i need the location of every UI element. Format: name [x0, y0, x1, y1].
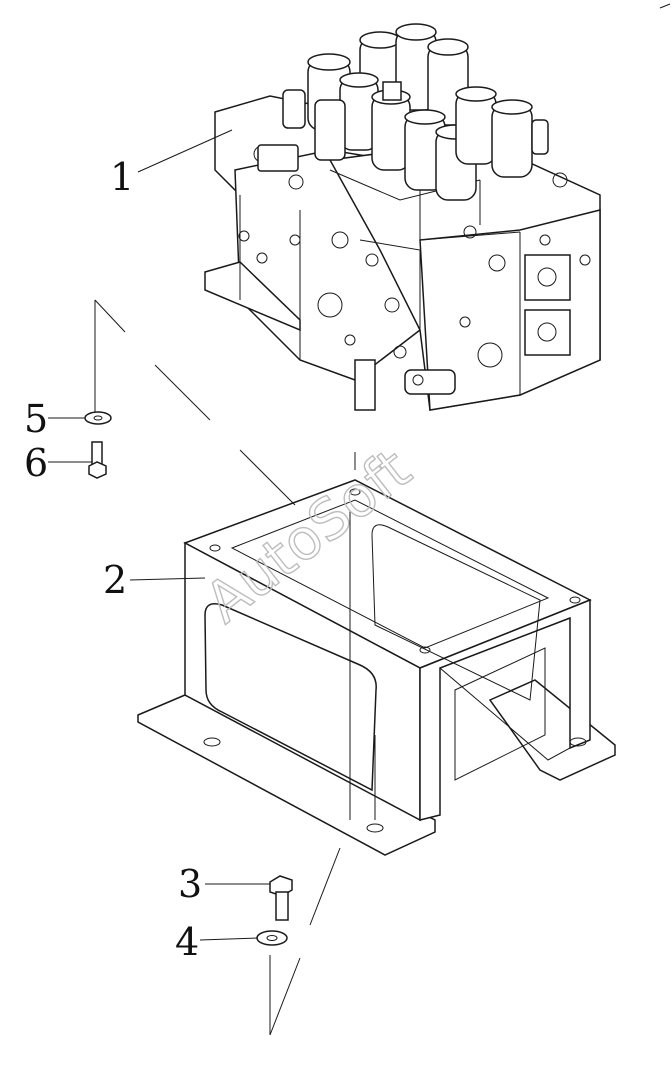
callout-6: 6 — [24, 441, 48, 485]
control-valve-assembly — [204, 23, 601, 411]
washer-part-5 — [84, 411, 112, 425]
mounting-stand — [137, 479, 616, 856]
callout-3: 3 — [178, 862, 202, 906]
callout-4: 4 — [175, 920, 199, 964]
callout-1: 1 — [110, 155, 134, 199]
bolt-part-3 — [269, 875, 293, 921]
solenoid-coils — [282, 23, 549, 201]
assembly-lines — [94, 299, 376, 1036]
callout-labels: 1 2 3 4 5 6 — [24, 155, 202, 964]
leader-lines — [48, 129, 270, 941]
bolt-part-6 — [88, 441, 107, 479]
corner-mark — [659, 3, 671, 9]
body-fasteners — [238, 144, 591, 386]
washer-part-4 — [256, 930, 288, 946]
callout-2: 2 — [103, 558, 127, 602]
callout-5: 5 — [24, 397, 48, 441]
